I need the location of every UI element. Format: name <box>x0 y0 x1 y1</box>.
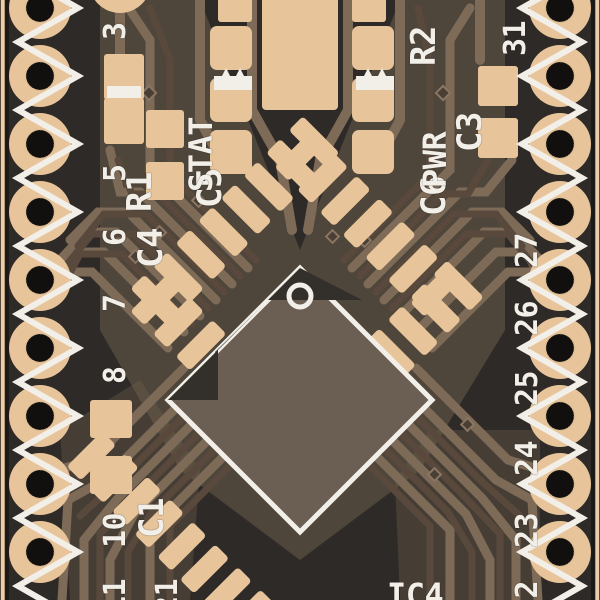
board-edge-left <box>0 0 9 600</box>
board-edge-right <box>591 0 600 600</box>
left-header-silk <box>11 0 85 600</box>
stat-led-symbol <box>214 68 252 90</box>
c4-pads <box>146 110 184 200</box>
large-top-pad <box>262 0 338 110</box>
c3-pads <box>478 66 518 158</box>
ic4-body <box>164 264 436 536</box>
pwr-led-symbol <box>356 68 394 90</box>
qfp-pin-pads <box>68 432 273 600</box>
r1-pads <box>104 54 144 144</box>
right-header-silk <box>515 0 589 600</box>
